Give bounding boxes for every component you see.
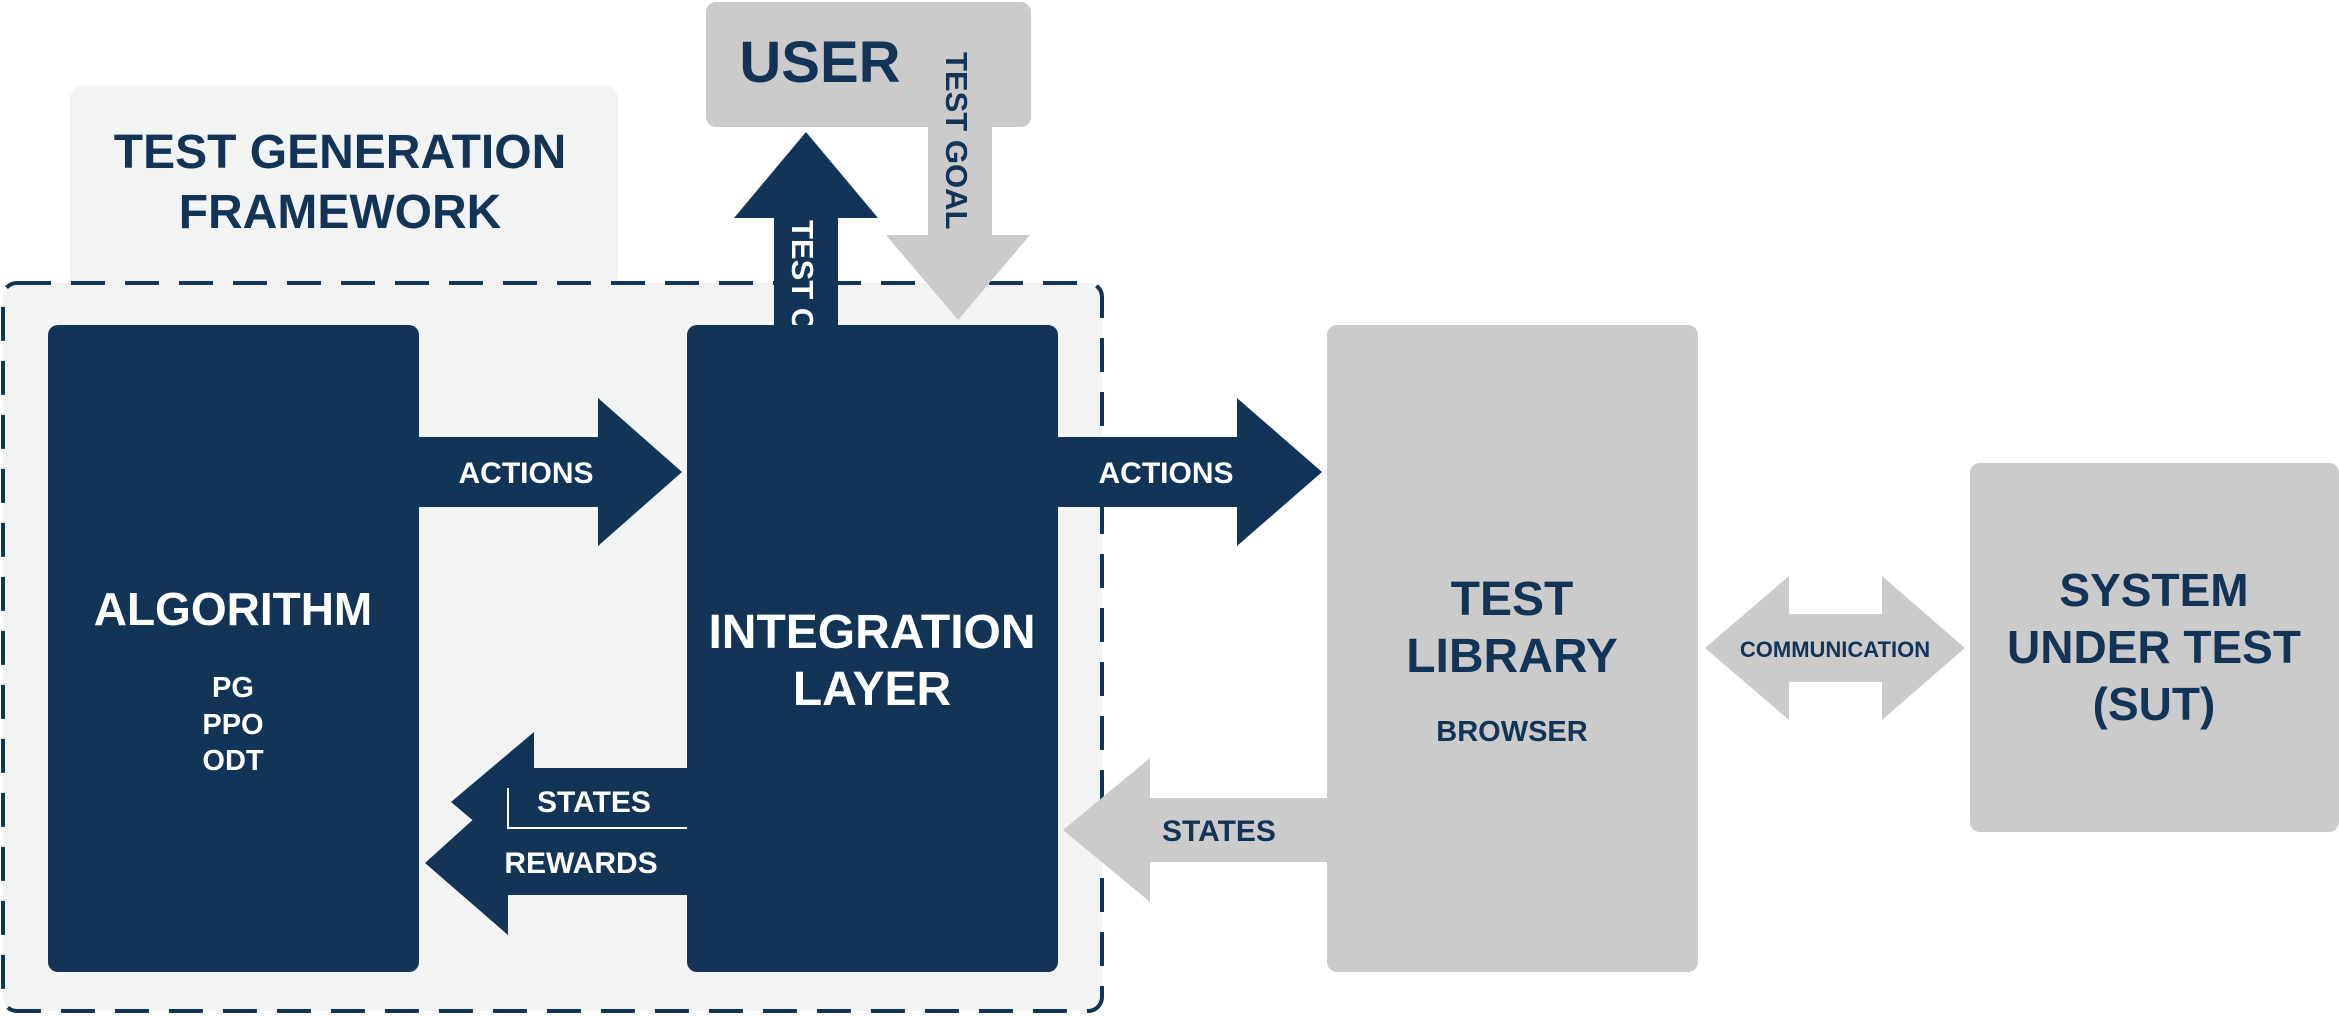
test-goal-label: TEST GOAL: [939, 52, 974, 229]
algorithm-item-pg: PG: [212, 672, 254, 704]
framework-title-line2: FRAMEWORK: [179, 186, 502, 239]
algorithm-title: ALGORITHM: [94, 583, 373, 635]
states-external-label: STATES: [1162, 815, 1276, 848]
test-library-line1: TEST: [1451, 573, 1574, 626]
integration-layer-box: [687, 325, 1058, 972]
test-goal-arrow: [886, 120, 1030, 320]
states-external-arrow: [1063, 758, 1327, 902]
actions-internal-arrow: [419, 398, 682, 546]
sut-line2: UNDER TEST: [2007, 621, 2301, 673]
integration-layer-line1: INTEGRATION: [708, 606, 1035, 659]
algorithm-item-ppo: PPO: [202, 709, 263, 741]
actions-internal-label: ACTIONS: [459, 457, 594, 490]
framework-title-tab: [70, 85, 618, 290]
framework-title-line1: TEST GENERATION: [114, 126, 566, 179]
test-library-sub: BROWSER: [1436, 716, 1588, 748]
communication-label: COMMUNICATION: [1740, 637, 1930, 662]
integration-layer-line2: LAYER: [793, 663, 951, 716]
algorithm-item-odt: ODT: [202, 745, 264, 777]
communication-arrow: [1705, 576, 1965, 720]
sut-box: [1970, 463, 2339, 832]
test-cases-arrow: [734, 132, 878, 330]
sut-line1: SYSTEM: [2059, 564, 2248, 616]
test-library-box: [1327, 325, 1698, 972]
actions-external-arrow: [1058, 398, 1322, 546]
algorithm-box: [48, 325, 419, 972]
actions-external-label: ACTIONS: [1099, 457, 1234, 490]
rewards-arrow: [425, 788, 687, 935]
rewards-arrow-outline: [507, 788, 687, 829]
sut-line3: (SUT): [2093, 678, 2216, 730]
test-library-line2: LIBRARY: [1406, 630, 1618, 683]
states-internal-label: STATES: [537, 786, 651, 819]
user-label: USER: [739, 30, 900, 95]
user-box: [706, 2, 1031, 127]
rewards-label: REWARDS: [504, 847, 657, 880]
